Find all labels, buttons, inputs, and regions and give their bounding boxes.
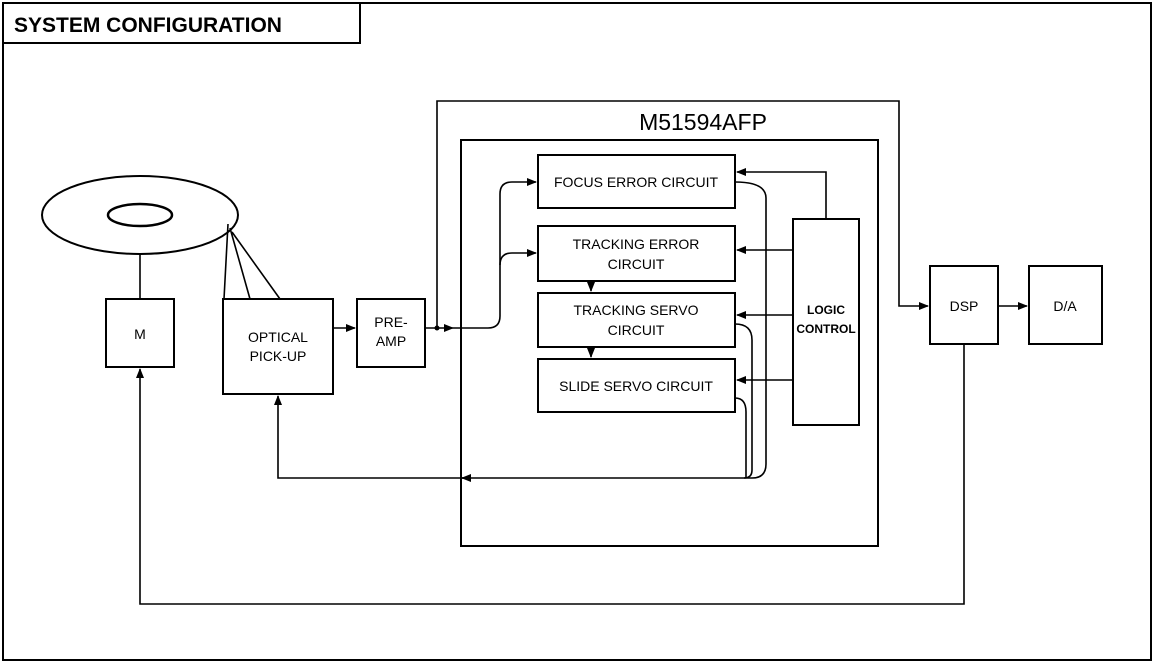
tracking-error-circuit-box <box>537 225 736 282</box>
title-tab <box>2 2 361 44</box>
preamp-label-2: AMP <box>376 333 406 349</box>
tracking-servo-label-1: TRACKING SERVO <box>574 302 699 318</box>
optical-pickup-label-2: PICK-UP <box>250 348 307 364</box>
preamp-label-1: PRE- <box>374 314 408 330</box>
optical-pickup-label-1: OPTICAL <box>248 329 308 345</box>
disc-icon <box>41 175 239 255</box>
optical-pickup-box <box>222 298 334 395</box>
motor-label: M <box>134 326 146 342</box>
logic-control-label-1: LOGIC <box>807 303 845 317</box>
tracking-servo-circuit-box <box>537 292 736 348</box>
chip-name: M51594AFP <box>639 109 767 135</box>
chip-boundary <box>460 139 879 547</box>
tracking-error-label-1: TRACKING ERROR <box>573 236 700 252</box>
slide-servo-circuit-box <box>537 358 736 413</box>
dsp-label: DSP <box>950 298 979 314</box>
tracking-servo-label-2: CIRCUIT <box>608 322 665 338</box>
focus-error-circuit-box <box>537 154 736 209</box>
logic-control-label-2: CONTROL <box>796 322 855 336</box>
preamp-to-dsp-line <box>436 100 929 328</box>
da-box <box>1028 265 1103 345</box>
signal-wires <box>136 168 1028 605</box>
logic-control-box <box>792 218 860 426</box>
motor-box <box>105 298 175 368</box>
dsp-box <box>929 265 999 345</box>
preamp-box <box>356 298 426 368</box>
page-title: SYSTEM CONFIGURATION <box>14 14 282 37</box>
da-label: D/A <box>1053 298 1077 314</box>
pickup-beam <box>223 223 281 300</box>
slide-servo-circuit-label: SLIDE SERVO CIRCUIT <box>559 378 713 394</box>
tracking-error-label-2: CIRCUIT <box>608 256 665 272</box>
focus-error-circuit-label: FOCUS ERROR CIRCUIT <box>554 174 719 190</box>
